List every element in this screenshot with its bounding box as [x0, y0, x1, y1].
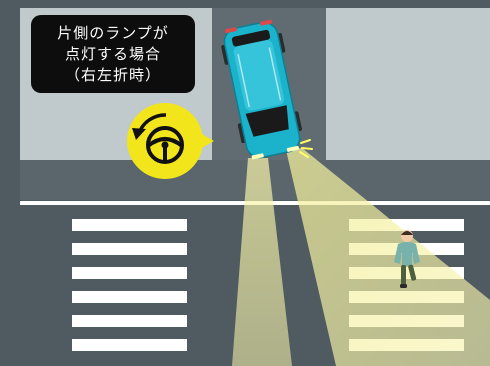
pedestrian-shirt — [394, 242, 420, 266]
turn-lamp-callout: 片側のランプが 点灯する場合 （右左折時） — [31, 15, 195, 93]
sidewalk-right — [326, 8, 490, 160]
callout-line-2: 点灯する場合 — [65, 44, 161, 65]
crosswalk-stripe — [72, 339, 187, 351]
crosswalk-stripe — [72, 243, 187, 255]
crosswalk-stripe — [72, 291, 187, 303]
crosswalk-stripe — [72, 315, 187, 327]
callout-line-3: （右左折時） — [65, 65, 161, 86]
crosswalk-stripe — [72, 267, 187, 279]
callout-line-1: 片側のランプが — [57, 23, 169, 44]
pedestrian-leg — [401, 265, 406, 285]
pedestrian-shoe — [400, 284, 407, 288]
crosswalk-stripe — [72, 219, 187, 231]
